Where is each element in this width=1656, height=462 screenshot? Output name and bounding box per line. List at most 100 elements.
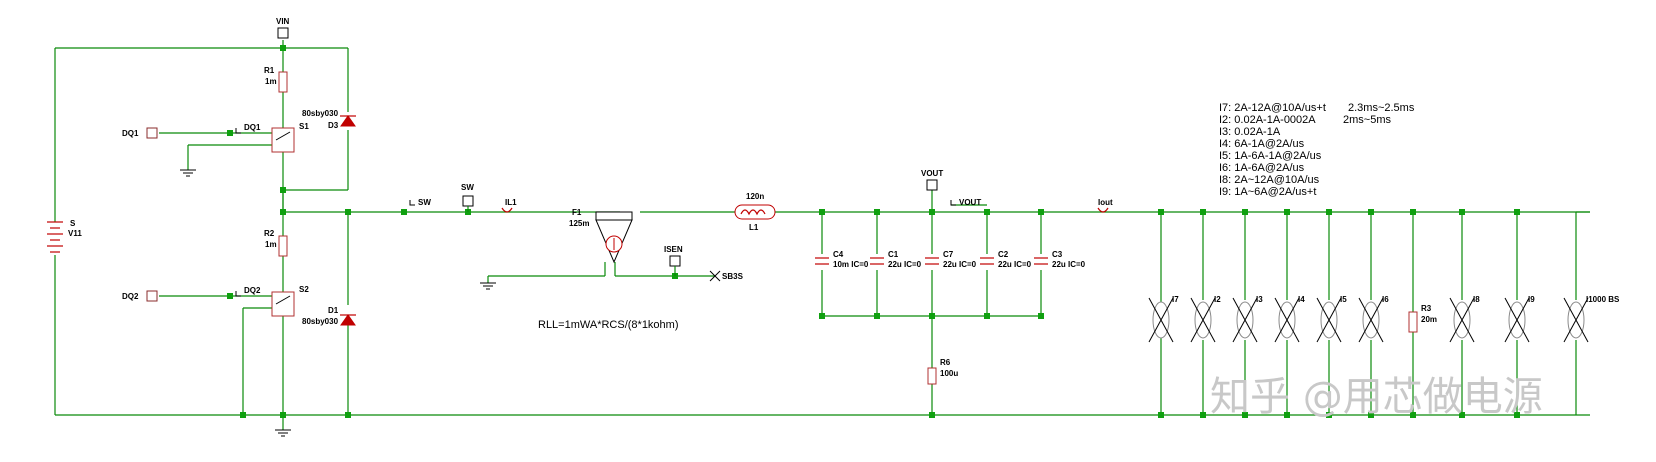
load-3-label: I3 xyxy=(1256,295,1263,304)
vsrc-ref: S xyxy=(70,219,76,228)
vin-probe[interactable]: VIN xyxy=(276,17,290,39)
rll-formula: RLL=1mWA*RCS/(8*1kohm) xyxy=(538,319,679,331)
c2-value: 22u IC=0 xyxy=(998,260,1032,269)
load-4[interactable]: I4 xyxy=(1274,295,1305,343)
dq1-net-label: DQ1 xyxy=(244,123,261,132)
wires xyxy=(54,40,1590,430)
svg-text:VOUT: VOUT xyxy=(959,198,981,207)
s1-ref: S1 xyxy=(299,122,309,131)
note-6: I8: 2A~12A@10A/us xyxy=(1219,174,1320,186)
load-9[interactable]: I1000 BS xyxy=(1563,295,1620,343)
s2-ref: S2 xyxy=(299,285,309,294)
capacitor-c1[interactable]: C1 22u IC=0 xyxy=(870,250,922,269)
f1-ref: F1 xyxy=(572,208,582,217)
f1-value: 125m xyxy=(569,219,589,228)
load-7-label: I8 xyxy=(1473,295,1480,304)
note-5: I6: 1A-6A@2A/us xyxy=(1219,162,1305,174)
load-4-label: I4 xyxy=(1298,295,1305,304)
c1-value: 22u IC=0 xyxy=(888,260,922,269)
note-2: I3: 0.02A-1A xyxy=(1219,126,1281,138)
iout-label: Iout xyxy=(1098,198,1113,207)
current-probe-iout[interactable]: Iout xyxy=(1097,198,1113,213)
sw-net-label: SW xyxy=(409,198,431,207)
load-8[interactable]: I9 xyxy=(1504,295,1535,343)
load-9-label: I1000 BS xyxy=(1586,295,1620,304)
r6-value: 100u xyxy=(940,369,958,378)
current-probe-il1[interactable]: IL1 xyxy=(501,198,517,213)
r1-ref: R1 xyxy=(264,66,275,75)
voltage-source[interactable]: S V11 xyxy=(47,219,82,253)
vout-probe-label: VOUT xyxy=(921,169,943,178)
load-2[interactable]: I2 xyxy=(1190,295,1221,343)
d1-ref: D1 xyxy=(328,306,339,315)
switch-s2[interactable]: S2 xyxy=(271,285,309,317)
load-6-label: I6 xyxy=(1382,295,1389,304)
vsrc-value: V11 xyxy=(68,229,82,238)
vout-probe[interactable]: VOUT xyxy=(921,169,943,191)
diode-d1[interactable]: D1 80sby030 xyxy=(302,306,356,326)
svg-text:SB3S: SB3S xyxy=(722,272,744,281)
note-4: I5: 1A-6A-1A@2A/us xyxy=(1219,150,1322,162)
dq2-src-label: DQ2 xyxy=(122,292,139,301)
resistor-r2[interactable]: R2 1m xyxy=(264,229,288,257)
svg-text:SW: SW xyxy=(418,198,431,207)
vout-net-label: VOUT xyxy=(950,198,981,207)
ground-symbol-main xyxy=(275,429,291,437)
isen-output: SB3S xyxy=(709,270,744,282)
ground-symbol-dq1 xyxy=(180,169,196,177)
watermark: 知乎 @用芯做电源 xyxy=(1210,374,1543,420)
capacitor-c3[interactable]: C3 22u IC=0 xyxy=(1034,250,1086,269)
load-current-sources: I7 I2 I3 I4 I5 xyxy=(1148,295,1620,343)
current-sense-f1[interactable]: F1 125m xyxy=(569,208,633,264)
c3-value: 22u IC=0 xyxy=(1052,260,1086,269)
d3-value: 80sby030 xyxy=(302,109,339,118)
load-1[interactable]: I7 xyxy=(1148,295,1179,343)
resistor-r6[interactable]: R6 100u xyxy=(927,358,958,385)
r6-ref: R6 xyxy=(940,358,951,367)
r1-value: 1m xyxy=(265,77,277,86)
c3-ref: C3 xyxy=(1052,250,1063,259)
load-6[interactable]: I6 xyxy=(1358,295,1389,343)
inductor-l1[interactable]: 120n L1 xyxy=(734,192,776,232)
switch-s1[interactable]: S1 xyxy=(271,122,309,153)
vin-label: VIN xyxy=(276,17,290,26)
l1-ref: L1 xyxy=(749,223,759,232)
load-7[interactable]: I8 xyxy=(1449,295,1480,343)
capacitor-c4[interactable]: C4 10m IC=0 xyxy=(815,250,869,269)
capacitor-c2[interactable]: C2 22u IC=0 xyxy=(980,250,1032,269)
load-5[interactable]: I5 xyxy=(1316,295,1347,343)
load-notes: I7: 2A-12A@10A/us+t I2: 0.02A-1A-0002A I… xyxy=(1219,102,1415,198)
capacitor-c7[interactable]: C7 22u IC=0 xyxy=(925,250,977,269)
load-1-label: I7 xyxy=(1172,295,1179,304)
c2-ref: C2 xyxy=(998,250,1009,259)
ground-symbol-f1 xyxy=(480,282,496,290)
c4-ref: C4 xyxy=(833,250,844,259)
isen-probe[interactable]: ISEN xyxy=(664,245,683,276)
resistor-r1[interactable]: R1 1m xyxy=(264,66,288,93)
load-2-label: I2 xyxy=(1214,295,1221,304)
l1-value: 120n xyxy=(746,192,764,201)
junction-dots xyxy=(227,45,1520,418)
d3-ref: D3 xyxy=(328,121,339,130)
load-5-label: I5 xyxy=(1340,295,1347,304)
isen-label: ISEN xyxy=(664,245,683,254)
note-3: I4: 6A-1A@2A/us xyxy=(1219,138,1305,150)
c7-ref: C7 xyxy=(943,250,954,259)
dq2-source[interactable]: DQ2 DQ2 xyxy=(122,286,261,302)
load-3[interactable]: I3 xyxy=(1232,295,1263,343)
diode-d3[interactable]: 80sby030 D3 xyxy=(302,109,356,130)
resistor-r3[interactable]: R3 20m xyxy=(1408,304,1437,333)
dq1-src-label: DQ1 xyxy=(122,129,139,138)
r3-value: 20m xyxy=(1421,315,1437,324)
note-7: I9: 1A~6A@2A/us+t xyxy=(1219,186,1316,198)
c4-value: 10m IC=0 xyxy=(833,260,869,269)
sw-probe[interactable]: SW xyxy=(461,183,474,212)
dq1-source[interactable]: DQ1 DQ1 xyxy=(122,123,261,139)
c7-value: 22u IC=0 xyxy=(943,260,977,269)
r2-value: 1m xyxy=(265,240,277,249)
note-1: I2: 0.02A-1A-0002A xyxy=(1219,114,1316,126)
sw-probe-label: SW xyxy=(461,183,474,192)
timing-1: 2ms~5ms xyxy=(1343,114,1391,126)
c1-ref: C1 xyxy=(888,250,899,259)
